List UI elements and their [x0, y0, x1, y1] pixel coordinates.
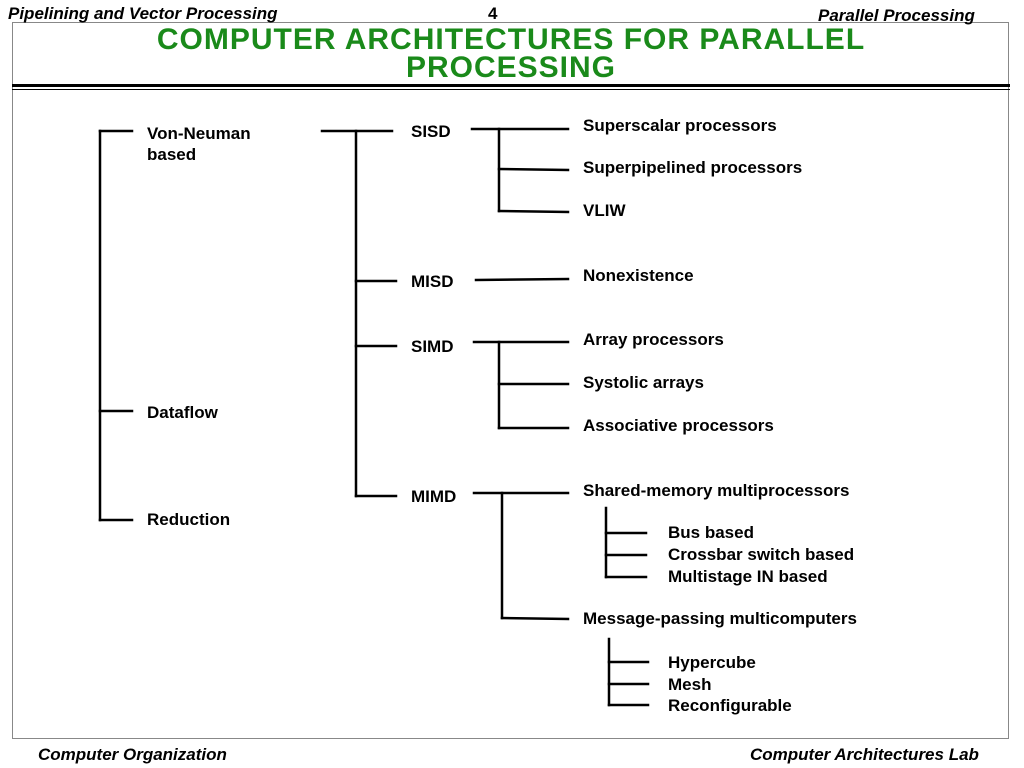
page-title-line2: PROCESSING — [405, 51, 617, 84]
node-von-neuman-line1: Von-Neuman — [147, 124, 251, 143]
node-sisd: SISD — [411, 122, 451, 141]
header-left: Pipelining and Vector Processing — [8, 4, 278, 23]
header-right: Parallel Processing — [818, 6, 975, 25]
node-crossbar: Crossbar switch based — [668, 545, 855, 564]
node-multistage: Multistage IN based — [668, 567, 828, 586]
connector-sisd-vliw — [497, 209, 570, 214]
page-title-line1: COMPUTER ARCHITECTURES FOR PARALLEL — [156, 23, 866, 56]
node-shared-memory: Shared-memory multiprocessors — [583, 481, 850, 500]
footer-right: Computer Architectures Lab — [750, 745, 979, 764]
node-reduction: Reduction — [147, 510, 231, 529]
node-simd: SIMD — [411, 337, 454, 356]
node-mimd: MIMD — [411, 487, 457, 506]
connector-misd-nonexistence — [474, 277, 570, 282]
connector-mimd-message — [500, 616, 570, 621]
node-mesh: Mesh — [668, 675, 712, 694]
node-dataflow: Dataflow — [147, 403, 218, 422]
page-number: 4 — [488, 4, 498, 23]
page-title: COMPUTER ARCHITECTURES FOR PARALLEL PROC… — [12, 23, 1010, 84]
node-nonexistence: Nonexistence — [583, 266, 694, 285]
node-associative-processors: Associative processors — [583, 416, 774, 435]
footer-left: Computer Organization — [38, 745, 227, 764]
node-misd: MISD — [411, 272, 454, 291]
node-von-neuman: Von-Neuman based — [147, 123, 251, 165]
connector-sisd-superpipelined — [497, 167, 570, 172]
node-message-passing: Message-passing multicomputers — [583, 609, 857, 628]
node-reconfigurable: Reconfigurable — [668, 696, 792, 715]
node-array-processors: Array processors — [583, 330, 724, 349]
node-systolic-arrays: Systolic arrays — [583, 373, 704, 392]
title-rule-thin — [12, 89, 1010, 90]
node-hypercube: Hypercube — [668, 653, 756, 672]
slide-frame — [12, 22, 1009, 739]
node-von-neuman-line2: based — [147, 145, 197, 164]
node-bus-based: Bus based — [668, 523, 754, 542]
node-superscalar: Superscalar processors — [583, 116, 777, 135]
title-rule-thick — [12, 84, 1010, 87]
node-superpipelined: Superpipelined processors — [583, 158, 803, 177]
node-vliw: VLIW — [583, 201, 626, 220]
